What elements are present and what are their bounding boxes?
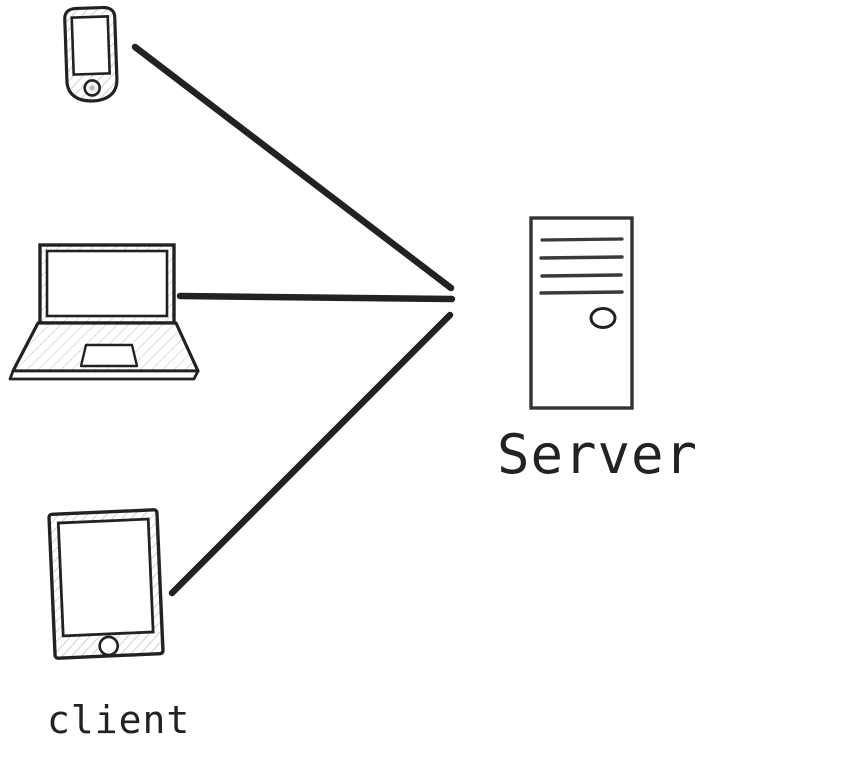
server-label: Server <box>497 423 698 486</box>
laptop-icon[interactable] <box>8 243 200 381</box>
client-label: client <box>47 698 190 742</box>
laptop-screen <box>45 249 169 318</box>
laptop-front-edge <box>8 369 200 381</box>
smartphone-home-button-inner <box>89 85 95 91</box>
laptop-trackpad <box>79 343 139 368</box>
tablet-home-button <box>98 635 120 657</box>
connection-lines <box>131 43 456 597</box>
smartphone-icon[interactable] <box>63 5 119 103</box>
tablet-icon[interactable] <box>47 508 165 660</box>
tablet-screen <box>56 517 155 638</box>
server-power-button[interactable] <box>589 307 617 329</box>
server-slot-1 <box>540 237 624 242</box>
edge-tablet-server <box>168 311 454 597</box>
edge-smartphone-server <box>131 43 455 292</box>
server-slot-4 <box>539 290 624 295</box>
server-drive-slots <box>539 237 624 295</box>
smartphone-screen <box>70 15 112 76</box>
edge-laptop-server <box>176 292 456 303</box>
server-chassis <box>529 216 634 410</box>
server-slot-2 <box>539 255 624 260</box>
server-tower-icon[interactable] <box>529 216 634 410</box>
server-slot-3 <box>540 273 623 278</box>
